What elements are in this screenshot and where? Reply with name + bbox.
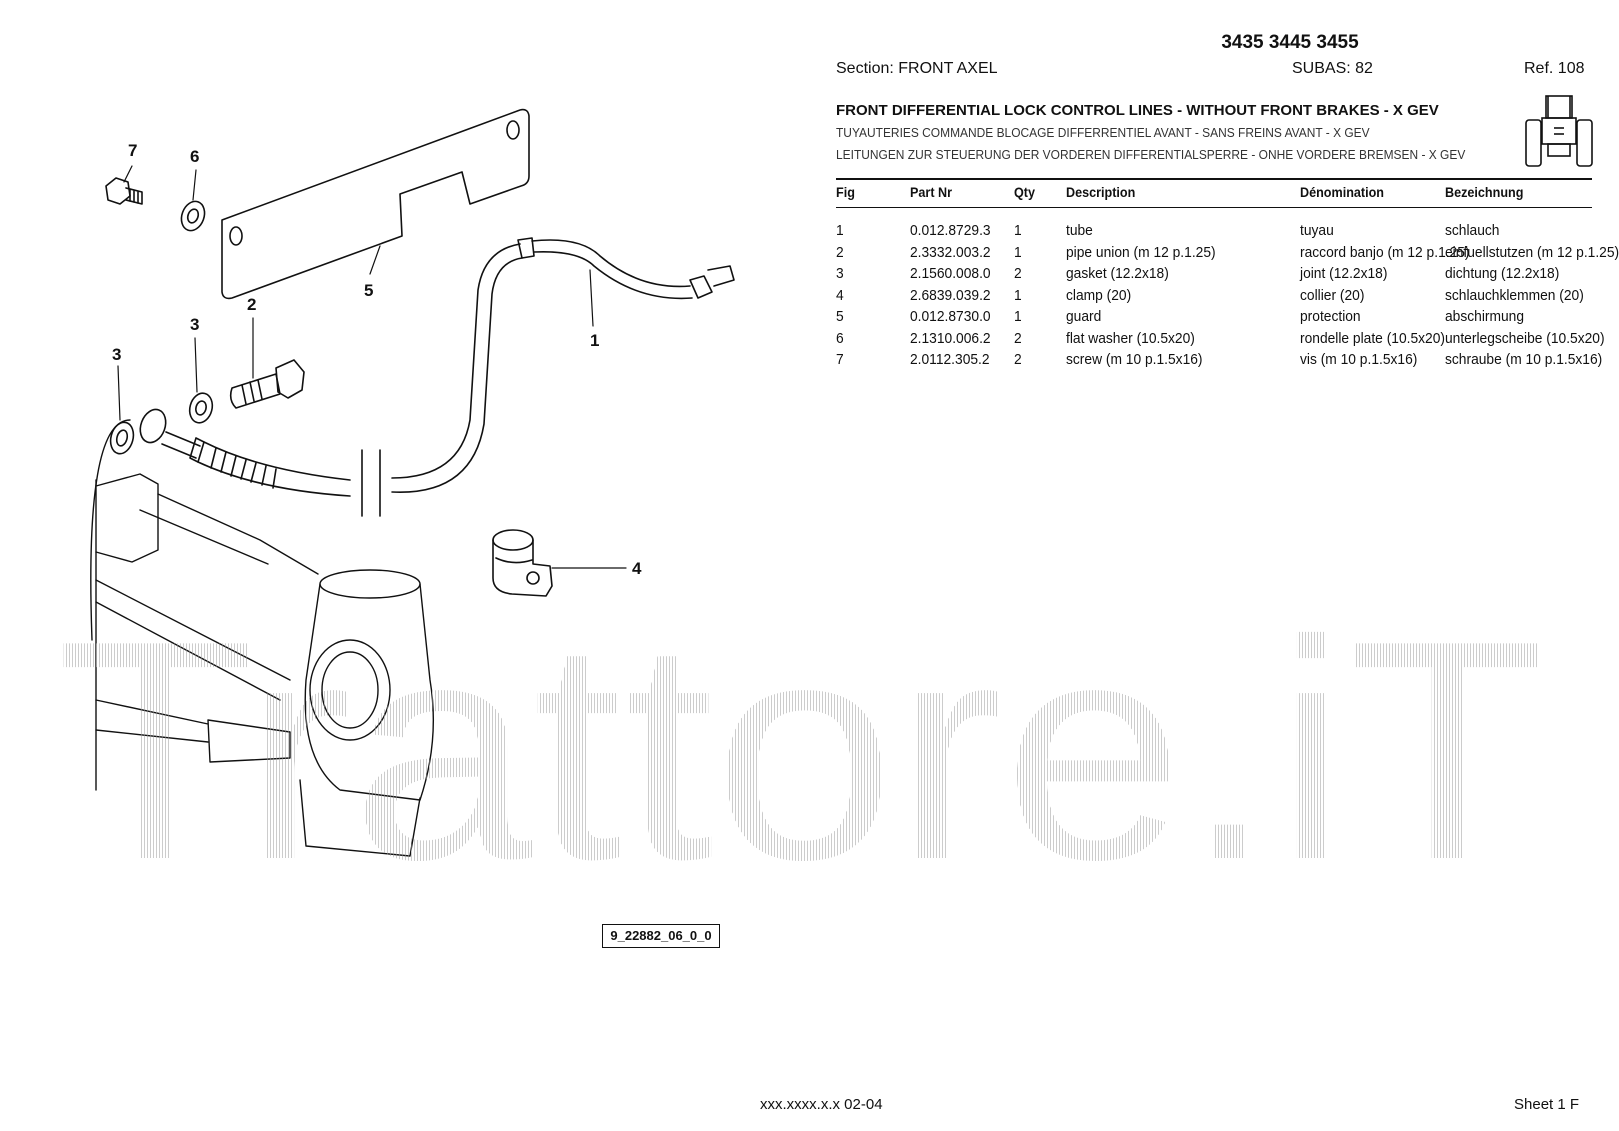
tube-hose [139, 237, 735, 517]
cell-part: 0.012.8729.3 [910, 222, 991, 239]
table-row: 2 2.3332.003.2 1 pipe union (m 12 p.1.25… [836, 243, 1619, 266]
callout-label: 6 [190, 147, 199, 166]
cell-fig: 6 [836, 329, 844, 347]
title-german: LEITUNGEN ZUR STEUERUNG DER VORDEREN DIF… [836, 147, 1466, 162]
cell-bezeichnung: einfuellstutzen (m 12 p.1.25) [1445, 243, 1619, 261]
cell-qty: 1 [1014, 308, 1022, 325]
column-header-bezeichnung: Bezeichnung [1445, 184, 1524, 200]
table-top-rule [836, 178, 1592, 180]
cell-bezeichnung: schlauch [1445, 222, 1500, 239]
cell-fig: 5 [836, 308, 844, 325]
tractor-icon [1525, 95, 1593, 167]
pipe-union-part [229, 359, 305, 409]
parts-table-body: 1 0.012.8729.3 1 tube tuyau schlauch 2 2… [836, 222, 1619, 373]
title-english: FRONT DIFFERENTIAL LOCK CONTROL LINES - … [836, 102, 1439, 119]
cell-fig: 4 [836, 286, 844, 304]
cell-fig: 2 [836, 243, 844, 261]
callout-label: 2 [247, 295, 256, 314]
cell-qty: 2 [1014, 351, 1022, 368]
cell-denomination: tuyau [1300, 222, 1334, 239]
cell-fig: 3 [836, 265, 844, 282]
cell-denomination: raccord banjo (m 12 p.1.25) [1300, 243, 1470, 261]
callout-label: 3 [112, 345, 121, 364]
exploded-parts-drawing: 7 6 5 2 3 3 1 4 [90, 108, 735, 857]
column-header-part: Part Nr [910, 184, 953, 200]
cell-description: flat washer (10.5x20) [1066, 329, 1195, 347]
cell-description: screw (m 10 p.1.5x16) [1066, 351, 1203, 368]
cell-description: gasket (12.2x18) [1066, 265, 1169, 282]
table-row: 3 2.1560.008.0 2 gasket (12.2x18) joint … [836, 265, 1600, 287]
table-row: 4 2.6839.039.2 1 clamp (20) collier (20)… [836, 287, 1600, 309]
cell-denomination: rondelle plate (10.5x20) [1300, 329, 1446, 347]
cell-qty: 1 [1014, 222, 1022, 239]
cell-bezeichnung: schraube (m 10 p.1.5x16) [1445, 351, 1603, 368]
column-header-qty: Qty [1014, 184, 1036, 200]
guard-plate [221, 108, 530, 300]
table-row: 5 0.012.8730.0 1 guard protection abschi… [836, 308, 1600, 330]
callout-label: 3 [190, 315, 199, 334]
cell-bezeichnung: schlauchklemmen (20) [1445, 286, 1584, 304]
table-header-rule [836, 207, 1592, 208]
cell-description: clamp (20) [1066, 286, 1132, 304]
cell-part: 2.1310.006.2 [910, 329, 991, 347]
cell-bezeichnung: dichtung (12.2x18) [1445, 265, 1560, 282]
callout-label: 4 [632, 559, 642, 578]
cell-fig: 7 [836, 351, 844, 368]
callout-label: 1 [590, 331, 599, 350]
drawing-code: 9_22882_06_0_0 [602, 924, 720, 948]
table-row: 6 2.1310.006.2 2 flat washer (10.5x20) r… [836, 329, 1605, 352]
sheet-label: Sheet 1 F [1514, 1096, 1580, 1113]
cell-denomination: collier (20) [1300, 286, 1365, 304]
gasket-part [188, 392, 214, 424]
table-row: 7 2.0112.305.2 2 screw (m 10 p.1.5x16) v… [836, 351, 1603, 373]
cell-bezeichnung: unterlegscheibe (10.5x20) [1445, 329, 1605, 347]
subas-label: SUBAS: 82 [1292, 60, 1373, 77]
cell-denomination: vis (m 10 p.1.5x16) [1300, 351, 1418, 368]
callout-label: 5 [364, 281, 373, 300]
callout-label: 7 [128, 141, 137, 160]
cell-qty: 1 [1014, 286, 1022, 304]
cell-description: guard [1066, 308, 1102, 325]
cell-part: 2.6839.039.2 [910, 286, 991, 304]
model-numbers: 3435 3445 3455 [1221, 32, 1359, 53]
table-row: 1 0.012.8729.3 1 tube tuyau schlauch [836, 222, 1600, 244]
cell-qty: 2 [1014, 329, 1022, 347]
title-french: TUYAUTERIES COMMANDE BLOCAGE DIFFERRENTI… [836, 125, 1370, 140]
cell-part: 0.012.8730.0 [910, 308, 991, 325]
screw-part [105, 177, 143, 205]
callout-leaders [117, 165, 627, 569]
flat-washer-part [180, 200, 206, 232]
cell-bezeichnung: abschirmung [1445, 308, 1525, 325]
cell-part: 2.1560.008.0 [910, 265, 991, 282]
cell-qty: 2 [1014, 265, 1022, 282]
cell-part: 2.0112.305.2 [910, 351, 990, 368]
gasket-part [109, 421, 135, 455]
cell-description: pipe union (m 12 p.1.25) [1066, 243, 1216, 261]
section-label: Section: FRONT AXEL [836, 60, 998, 77]
column-header-description: Description [1066, 184, 1136, 200]
ref-label: Ref. 108 [1524, 60, 1585, 77]
clamp-part [492, 529, 553, 597]
cell-denomination: joint (12.2x18) [1300, 265, 1388, 282]
cell-denomination: protection [1300, 308, 1361, 325]
axle-housing [90, 419, 435, 857]
cell-part: 2.3332.003.2 [910, 243, 991, 261]
column-header-fig: Fig [836, 184, 855, 200]
footer-code: xxx.xxxx.x.x 02-04 [760, 1096, 883, 1113]
cell-qty: 1 [1014, 243, 1022, 261]
column-header-denomination: Dénomination [1300, 184, 1385, 200]
cell-description: tube [1066, 222, 1093, 239]
cell-fig: 1 [836, 222, 844, 239]
